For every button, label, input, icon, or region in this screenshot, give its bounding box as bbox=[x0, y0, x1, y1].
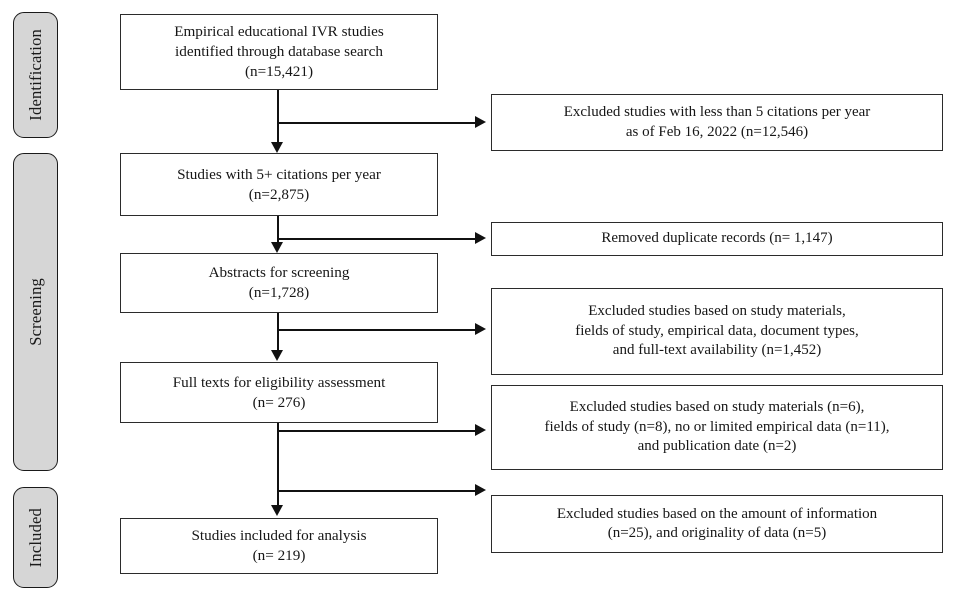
flow-box-full-texts-eligibility-text: Full texts for eligibility assessment (n… bbox=[172, 373, 386, 411]
flow-box-abstracts-screening: Abstracts for screening (n=1,728) bbox=[120, 253, 438, 313]
flow-box-studies-included-text: Studies included for analysis (n= 219) bbox=[191, 527, 367, 564]
flow-box-records-identified: Empirical educational IVR studies identi… bbox=[120, 14, 438, 90]
connector-arrow-down-4 bbox=[270, 505, 283, 516]
flow-box-excluded-abstract-screening: Excluded studies based on study material… bbox=[491, 288, 943, 375]
flow-box-abstracts-screening-text: Abstracts for screening (n=1,728) bbox=[208, 264, 350, 301]
connector-arrow-right-excluded-2 bbox=[475, 231, 486, 244]
stage-pill-included: Included bbox=[13, 487, 58, 588]
connector-vline-2 bbox=[277, 216, 279, 242]
connector-vline-1 bbox=[277, 90, 279, 142]
connector-arrow-down-1 bbox=[270, 142, 283, 153]
flow-box-excluded-full-text: Excluded studies based on study material… bbox=[491, 385, 943, 470]
connector-hline-excluded-1 bbox=[277, 122, 475, 124]
flow-box-removed-duplicates: Removed duplicate records (n= 1,147) bbox=[491, 222, 943, 256]
connector-arrow-down-2 bbox=[270, 242, 283, 253]
flow-box-records-5plus-citations-text: Studies with 5+ citations per year (n=2,… bbox=[177, 165, 381, 203]
connector-arrow-right-excluded-3 bbox=[475, 322, 486, 335]
flow-box-studies-included: Studies included for analysis (n= 219) bbox=[120, 518, 438, 574]
flow-box-excluded-low-citations-text: Excluded studies with less than 5 citati… bbox=[563, 104, 871, 140]
connector-hline-excluded-5 bbox=[277, 490, 475, 492]
flow-box-excluded-abstract-screening-text: Excluded studies based on study material… bbox=[575, 303, 859, 359]
flow-box-full-texts-eligibility: Full texts for eligibility assessment (n… bbox=[120, 362, 438, 423]
flow-box-excluded-information-originality: Excluded studies based on the amount of … bbox=[491, 495, 943, 553]
flow-box-records-5plus-citations: Studies with 5+ citations per year (n=2,… bbox=[120, 153, 438, 216]
connector-vline-4 bbox=[277, 423, 279, 505]
stage-pill-identification: Identification bbox=[13, 12, 58, 138]
flow-box-excluded-low-citations: Excluded studies with less than 5 citati… bbox=[491, 94, 943, 151]
stage-label-identification: Identification bbox=[25, 29, 45, 121]
connector-arrow-right-excluded-4 bbox=[475, 423, 486, 436]
stage-label-included: Included bbox=[25, 507, 45, 568]
flow-box-removed-duplicates-text: Removed duplicate records (n= 1,147) bbox=[601, 230, 833, 247]
connector-hline-excluded-2 bbox=[277, 238, 475, 240]
stage-label-screening: Screening bbox=[25, 278, 45, 346]
connector-hline-excluded-3 bbox=[277, 329, 475, 331]
connector-arrow-right-excluded-5 bbox=[475, 483, 486, 496]
flow-box-records-identified-text: Empirical educational IVR studies identi… bbox=[174, 23, 384, 80]
flow-box-excluded-information-originality-text: Excluded studies based on the amount of … bbox=[556, 505, 878, 542]
connector-arrow-right-excluded-1 bbox=[475, 115, 486, 128]
stage-pill-screening: Screening bbox=[13, 153, 58, 471]
connector-arrow-down-3 bbox=[270, 350, 283, 361]
connector-hline-excluded-4 bbox=[277, 430, 475, 432]
flow-box-excluded-full-text-text: Excluded studies based on study material… bbox=[544, 399, 890, 455]
connector-vline-3 bbox=[277, 313, 279, 350]
